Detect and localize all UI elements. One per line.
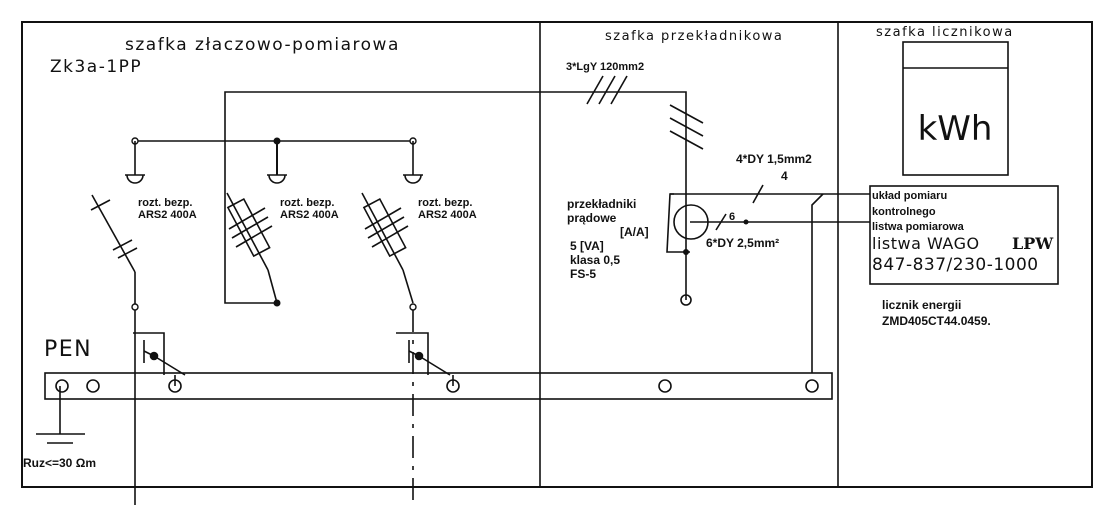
cable-6dy-count: 6	[729, 211, 735, 223]
main-cable	[224, 91, 687, 304]
pen-bar	[44, 372, 833, 400]
svg-text:klasa 0,5: klasa 0,5	[570, 253, 620, 267]
svg-text:[A/A]: [A/A]	[620, 225, 649, 239]
outer-frame	[21, 21, 1093, 488]
ground-icon	[36, 386, 85, 444]
fuse-switch-2	[226, 192, 278, 304]
cable-4dy-label: 4*DY 1,5mm2	[736, 152, 812, 166]
cabinet-code: Zk3a-1PP	[50, 57, 142, 77]
control-cable-4dy	[670, 184, 870, 373]
switch-label-2: rozt. bezp. ARS2 400A	[280, 197, 339, 221]
section-title-left: szafka złaczowo-pomiarowa	[125, 35, 400, 55]
svg-text:ARS2 400A: ARS2 400A	[418, 209, 477, 221]
svg-text:5 [VA]: 5 [VA]	[570, 239, 604, 253]
ct-label: przekładniki prądowe [A/A] 5 [VA] klasa …	[567, 197, 649, 281]
meter-unit: kWh	[918, 109, 993, 149]
pe-contact-1	[133, 332, 186, 376]
pen-terminals	[55, 375, 819, 393]
switch-label-3: rozt. bezp. ARS2 400A	[418, 197, 477, 221]
svg-text:rozt. bezp.: rozt. bezp.	[418, 197, 472, 209]
switch-label-1: rozt. bezp. ARS2 400A	[138, 197, 197, 221]
svg-text:prądowe: prądowe	[567, 211, 617, 225]
svg-text:LPW: LPW	[1012, 234, 1054, 253]
svg-text:listwa WAGO: listwa WAGO	[872, 234, 980, 253]
cable-ticks-3	[586, 75, 704, 150]
cable-4dy-count: 4	[781, 169, 788, 183]
svg-text:ARS2 400A: ARS2 400A	[280, 209, 339, 221]
meter-label: licznik energii	[882, 298, 961, 312]
svg-text:rozt. bezp.: rozt. bezp.	[280, 197, 334, 209]
pe-contact-2	[396, 332, 451, 376]
pen-label: PEN	[44, 337, 92, 362]
svg-text:kontrolnego: kontrolnego	[872, 206, 936, 218]
terminal-strip-box	[869, 185, 1059, 285]
control-cable-6dy	[715, 213, 727, 231]
terminal-strip-label: układ pomiaru kontrolnego listwa pomiaro…	[872, 190, 1054, 275]
svg-text:rozt. bezp.: rozt. bezp.	[138, 197, 192, 209]
cable-6dy-label: 6*DY 2,5mm²	[706, 236, 779, 250]
svg-text:listwa pomiarowa: listwa pomiarowa	[872, 221, 965, 233]
energy-meter	[902, 41, 1009, 176]
ground-resistance-label: Ruz<=30 Ωm	[23, 456, 96, 470]
section-title-right: szafka licznikowa	[876, 25, 1014, 40]
meter-model: ZMD405CT44.0459.	[882, 314, 991, 328]
section-title-middle: szafka przekładnikowa	[605, 29, 783, 44]
disconnector-1	[90, 194, 138, 307]
svg-text:przekładniki: przekładniki	[567, 197, 636, 211]
main-cable-label: 3*LgY 120mm2	[566, 61, 644, 73]
svg-text:ARS2 400A: ARS2 400A	[138, 209, 197, 221]
svg-text:FS-5: FS-5	[570, 267, 596, 281]
fuse-switch-3	[361, 192, 414, 304]
fuse-base-symbols	[125, 141, 423, 184]
svg-text:847-837/230-1000: 847-837/230-1000	[872, 255, 1039, 275]
svg-text:układ pomiaru: układ pomiaru	[872, 190, 947, 202]
